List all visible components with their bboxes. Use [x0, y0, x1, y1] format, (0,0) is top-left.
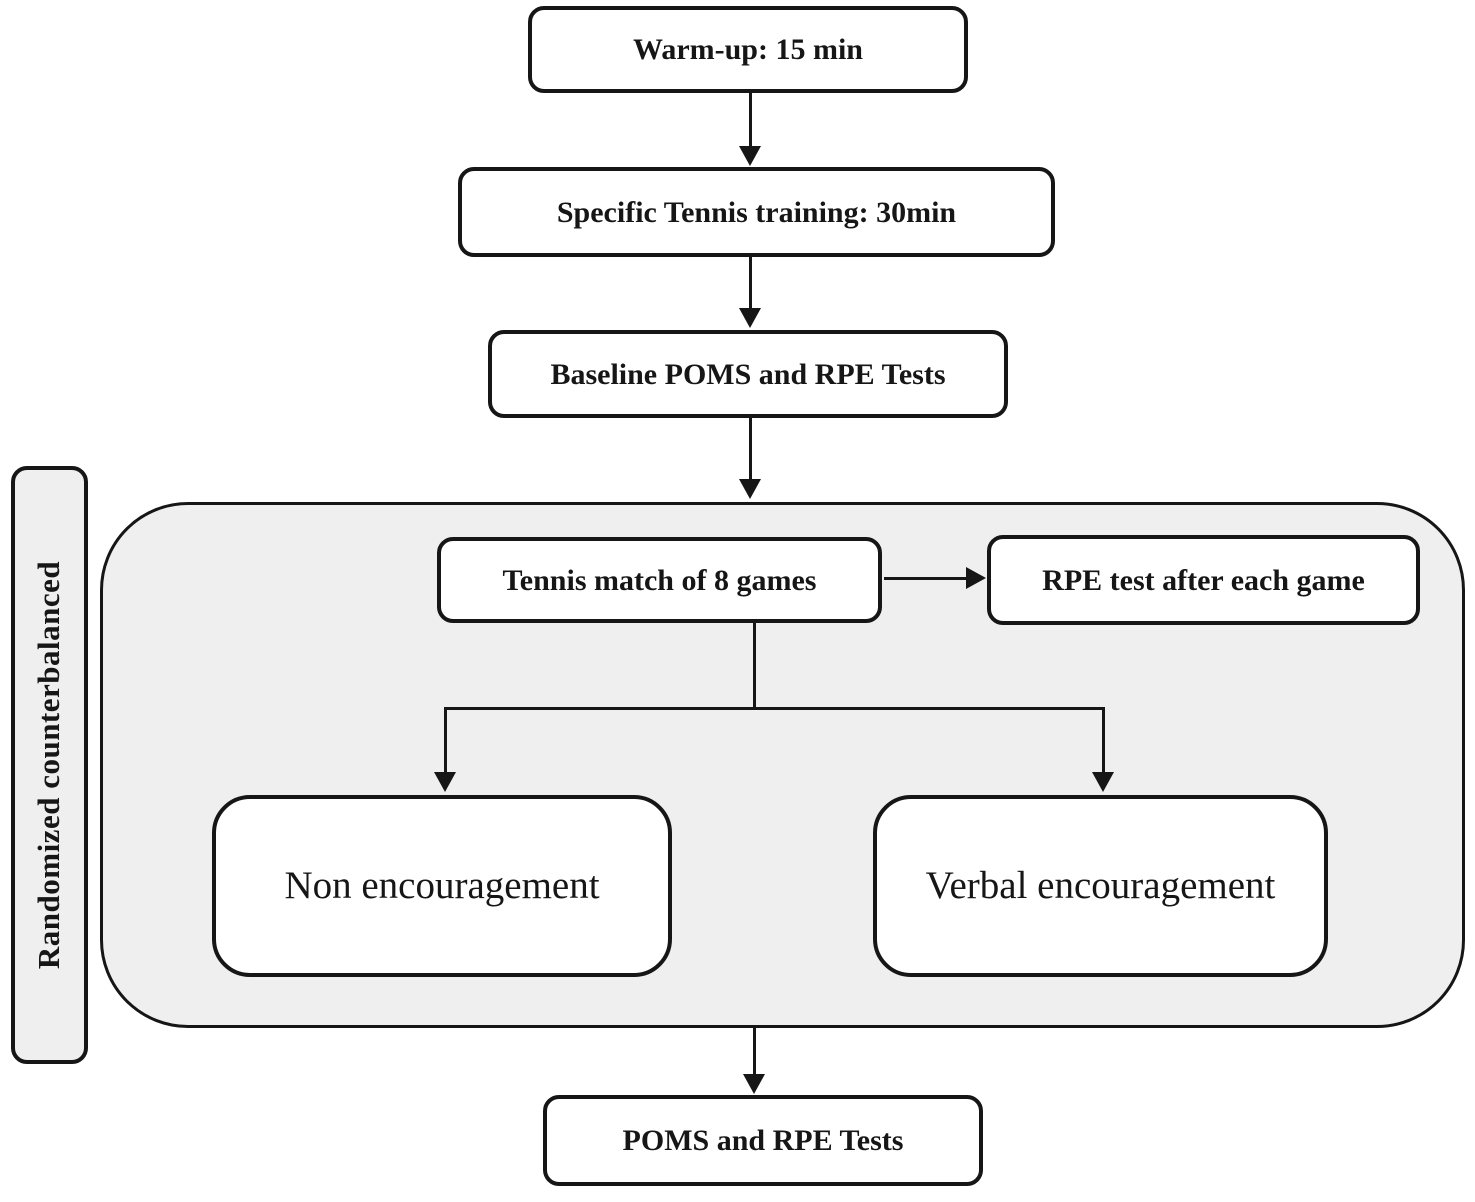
node-rpe-each-game: RPE test after each game	[987, 535, 1420, 625]
node-tennis-match-label: Tennis match of 8 games	[502, 563, 817, 597]
node-final-tests: POMS and RPE Tests	[543, 1095, 983, 1186]
connector-training-to-baseline	[749, 257, 752, 310]
arrowhead-branch-to-non	[434, 772, 456, 792]
randomized-phase-label: Randomized counterbalanced	[31, 560, 67, 970]
connector-branch-to-verbal	[1102, 707, 1105, 774]
arrowhead-warmup-to-training	[739, 146, 761, 166]
node-non-encouragement-label: Non encouragement	[284, 863, 600, 907]
connector-match-drop	[753, 623, 756, 710]
arrowhead-baseline-to-container	[739, 479, 761, 499]
connector-match-to-rpe	[884, 577, 968, 580]
connector-branch-to-non	[444, 707, 447, 774]
connector-baseline-to-container	[749, 418, 752, 481]
node-baseline-tests-label: Baseline POMS and RPE Tests	[550, 357, 946, 391]
node-rpe-each-game-label: RPE test after each game	[1042, 563, 1365, 597]
node-training: Specific Tennis training: 30min	[458, 167, 1055, 257]
node-verbal-encouragement-label: Verbal encouragement	[925, 863, 1276, 907]
node-final-tests-label: POMS and RPE Tests	[622, 1124, 904, 1157]
node-baseline-tests: Baseline POMS and RPE Tests	[488, 330, 1008, 418]
connector-warmup-to-training	[749, 93, 752, 148]
connector-branch-bar	[444, 707, 1105, 710]
node-verbal-encouragement: Verbal encouragement	[873, 795, 1328, 977]
node-tennis-match: Tennis match of 8 games	[437, 537, 882, 623]
arrowhead-match-to-rpe	[966, 567, 986, 589]
arrowhead-container-to-final	[743, 1074, 765, 1094]
node-non-encouragement: Non encouragement	[212, 795, 672, 977]
arrowhead-training-to-baseline	[739, 308, 761, 328]
randomized-phase-label-box: Randomized counterbalanced	[11, 466, 88, 1064]
arrowhead-branch-to-verbal	[1092, 772, 1114, 792]
node-training-label: Specific Tennis training: 30min	[556, 195, 957, 229]
node-warmup: Warm-up: 15 min	[528, 6, 968, 93]
node-warmup-label: Warm-up: 15 min	[632, 33, 863, 66]
connector-container-to-final	[753, 1028, 756, 1076]
